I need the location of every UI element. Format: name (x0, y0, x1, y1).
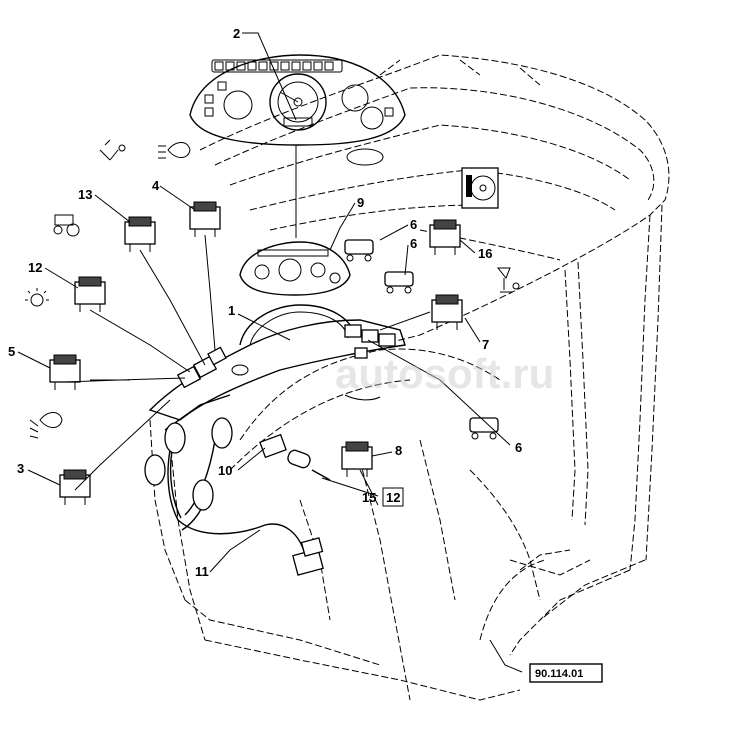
switch-14 (74, 276, 106, 312)
callout-2: 2 (233, 26, 240, 41)
callout-labels: 2 1 3 5 12 13 4 9 6 6 16 7 6 8 10 15 11 (8, 26, 522, 579)
callout-6b: 6 (410, 236, 417, 251)
switch-16 (429, 219, 461, 255)
boxed-callout-12-text: 12 (386, 490, 400, 505)
console-switch-bank-right (344, 324, 396, 359)
callout-9: 9 (357, 195, 364, 210)
work-light-icon (25, 288, 49, 307)
reference-box: 90.114.01 (529, 663, 603, 683)
switch-15 (124, 216, 156, 252)
headlight-low-icon (29, 412, 63, 439)
callout-16: 16 (478, 246, 492, 261)
callout-10: 10 (218, 463, 232, 478)
headlight-high-icon (158, 142, 191, 159)
switch-3 (59, 469, 91, 505)
callout-3: 3 (17, 461, 24, 476)
callout-7: 7 (482, 337, 489, 352)
console-switch-bank-left (176, 346, 227, 389)
blank-plate-6a (344, 239, 374, 262)
cigar-lighter (259, 433, 331, 481)
callout-1: 1 (228, 303, 235, 318)
instrument-cluster-installed (239, 241, 351, 296)
reference-code: 90.114.01 (535, 668, 583, 680)
callout-6a: 6 (410, 217, 417, 232)
callout-13: 15 (362, 490, 376, 505)
callout-5: 5 (8, 344, 15, 359)
wiring-harness (144, 417, 324, 576)
instrument-cluster-large (189, 54, 406, 146)
watermark: autosoft.ru (335, 350, 554, 397)
callout-6c: 6 (515, 440, 522, 455)
switch-5 (49, 354, 81, 390)
callout-14: 12 (28, 260, 42, 275)
switch-4 (189, 201, 221, 237)
switch-7 (431, 294, 463, 330)
tractor-icon (53, 214, 80, 237)
blank-plate-6b (384, 271, 414, 294)
lift-icon (496, 267, 520, 293)
wiper-icon (99, 139, 126, 161)
switch-8 (341, 441, 373, 477)
leader-lines (17, 32, 523, 673)
callout-4: 4 (152, 178, 160, 193)
callout-8: 8 (395, 443, 402, 458)
fan-icon (461, 167, 499, 209)
cab-frame (149, 204, 663, 701)
callout-15: 13 (78, 187, 92, 202)
blank-plate-6c (469, 417, 499, 440)
callout-11: 11 (195, 564, 209, 579)
boxed-callout-12: 12 (382, 487, 404, 507)
dashboard-console (148, 304, 406, 431)
